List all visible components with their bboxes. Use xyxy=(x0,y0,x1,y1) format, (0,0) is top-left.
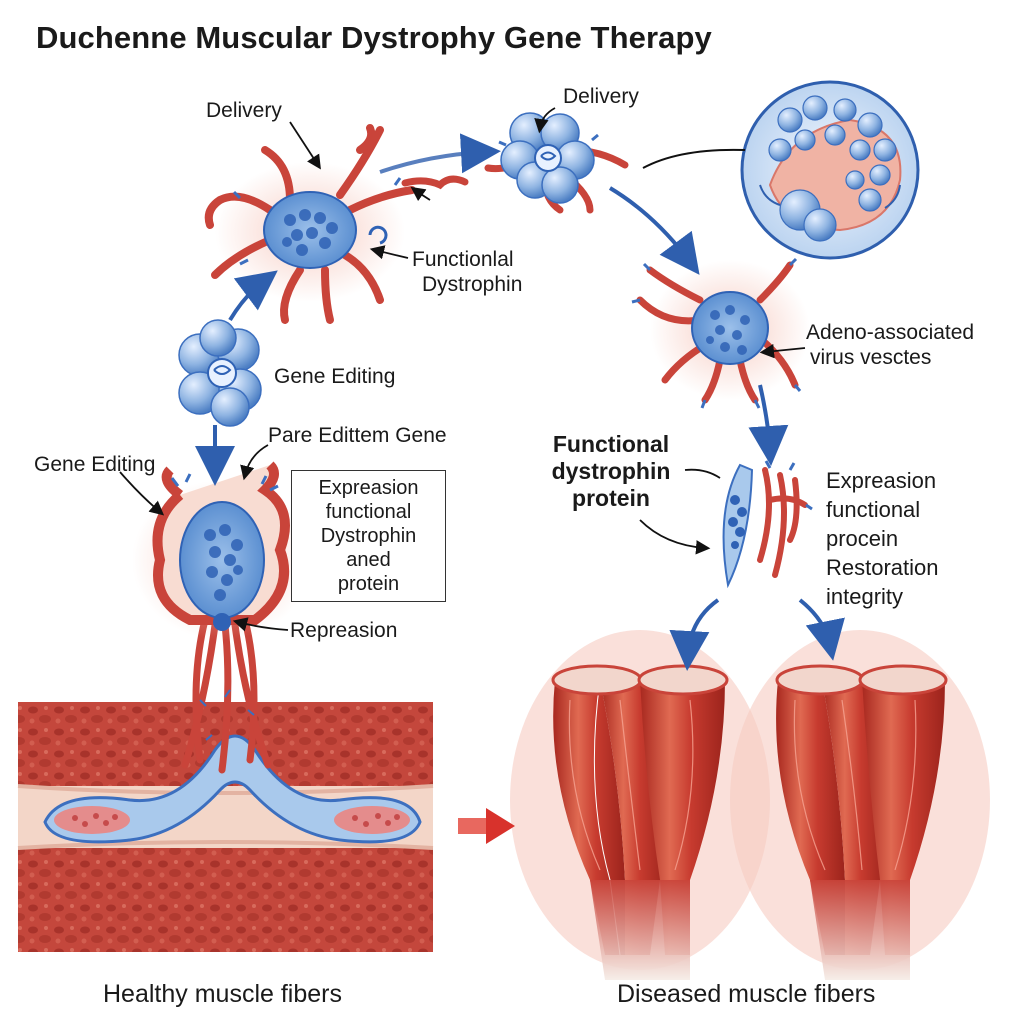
label-gene-editing-upper: Gene Editing xyxy=(274,365,396,388)
label-pointers xyxy=(119,107,806,632)
page-title: Duchenne Muscular Dystrophy Gene Therapy xyxy=(36,20,712,55)
caption-healthy: Healthy muscle fibers xyxy=(103,980,342,1008)
vesicle-cluster-left xyxy=(178,319,262,427)
zoom-leader-line xyxy=(642,148,746,169)
label-pare-edited-gene: Pare Edittem Gene xyxy=(268,424,447,447)
zoom-inset-circle xyxy=(740,80,920,260)
progression-arrow xyxy=(458,808,515,844)
flow-arrows xyxy=(195,133,845,671)
vesicle-cluster-top xyxy=(484,112,629,214)
caption-diseased: Diseased muscle fibers xyxy=(617,980,876,1008)
expression-info-box: Expreasion functional Dystrophin aned pr… xyxy=(291,470,446,602)
label-gene-editing-left: Gene Editing xyxy=(34,453,156,476)
label-functional-protein: Functional dystrophin protein xyxy=(551,431,671,511)
edited-cell xyxy=(132,461,312,640)
label-delivery-left: Delivery xyxy=(206,99,282,122)
functional-dystrophin-cell xyxy=(204,124,469,324)
label-aav: Adeno-associated virus vesctes xyxy=(806,321,975,369)
dystrophin-protein-cell xyxy=(722,460,813,589)
label-delivery-top: Delivery xyxy=(563,85,639,108)
label-functional-dystrophin: Functionlal Dystrophin xyxy=(412,248,523,296)
diseased-muscle-fibers xyxy=(510,630,990,980)
label-repression: Repreasion xyxy=(290,619,398,642)
aav-cell xyxy=(631,257,810,409)
label-expression-restoration: Expreasion functional procein Restoratio… xyxy=(826,468,939,609)
